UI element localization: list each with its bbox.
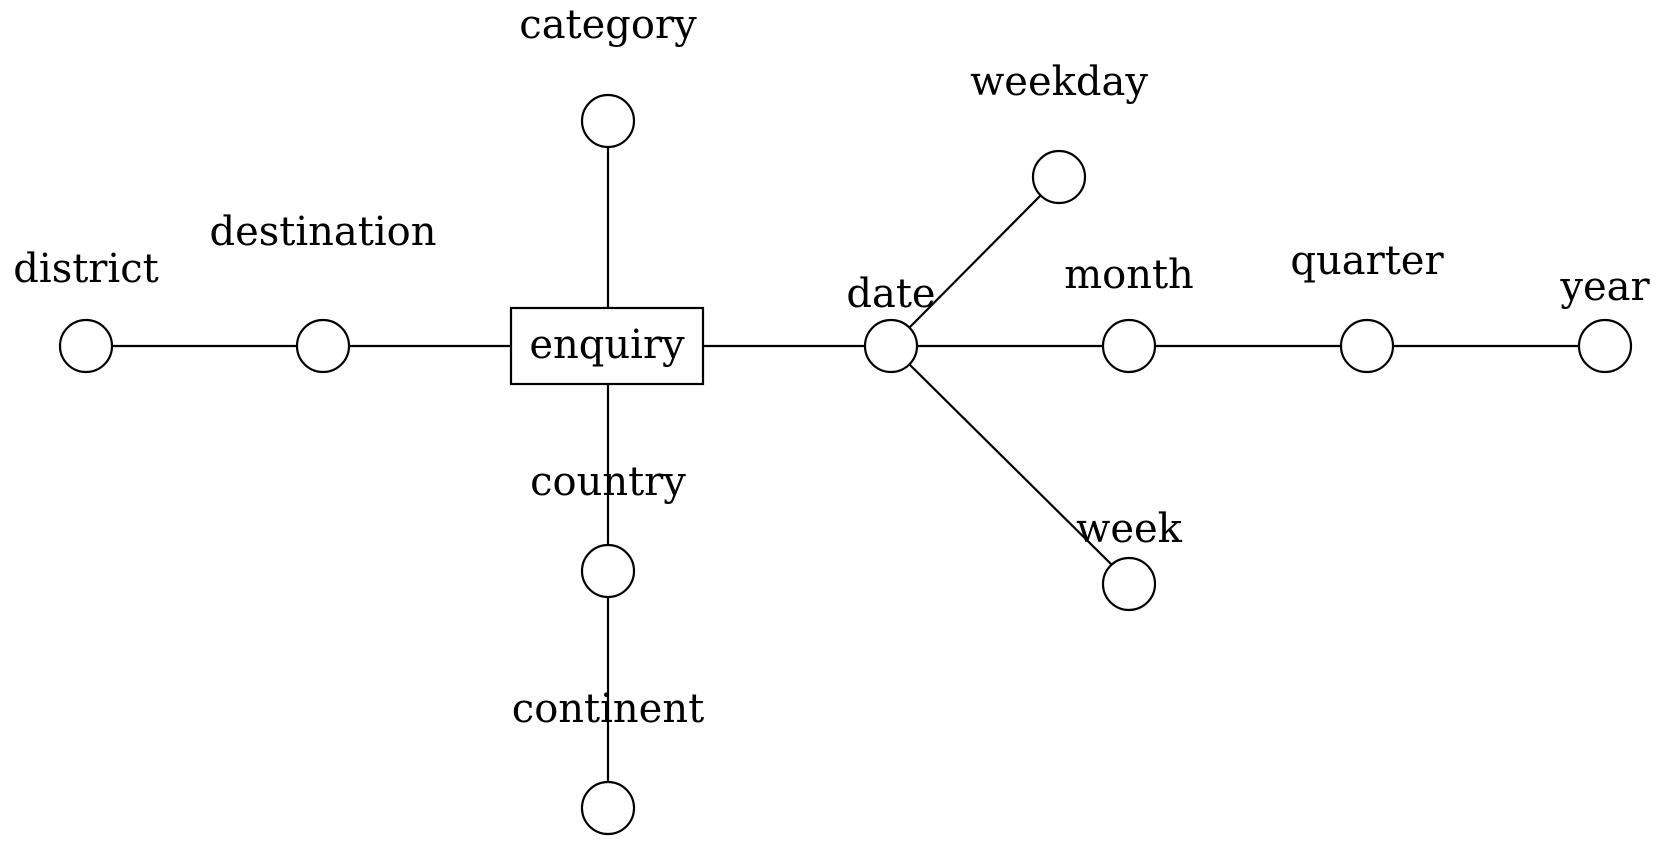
node-month bbox=[1101, 318, 1157, 374]
label-country: country bbox=[530, 459, 686, 505]
edge-date-weekday bbox=[908, 194, 1042, 329]
fact-label: enquiry bbox=[529, 322, 685, 368]
label-week: week bbox=[1076, 506, 1183, 552]
node-country bbox=[580, 543, 636, 599]
node-date bbox=[863, 318, 919, 374]
node-district bbox=[58, 318, 114, 374]
label-weekday: weekday bbox=[970, 59, 1148, 105]
label-continent: continent bbox=[512, 686, 704, 732]
node-destination bbox=[295, 318, 351, 374]
node-quarter bbox=[1339, 318, 1395, 374]
label-date: date bbox=[846, 271, 935, 317]
node-continent bbox=[580, 780, 636, 836]
label-year: year bbox=[1559, 264, 1650, 310]
node-category bbox=[580, 93, 636, 149]
label-month: month bbox=[1064, 252, 1194, 298]
label-destination: destination bbox=[210, 209, 437, 255]
fact-box bbox=[509, 306, 705, 386]
node-labels: district destination category country co… bbox=[13, 2, 1650, 732]
label-quarter: quarter bbox=[1290, 238, 1444, 284]
label-category: category bbox=[519, 2, 697, 48]
fact-node-enquiry: enquiry bbox=[509, 306, 705, 386]
node-week bbox=[1101, 556, 1157, 612]
node-year bbox=[1577, 318, 1633, 374]
dimension-nodes bbox=[58, 93, 1633, 836]
edge-date-week bbox=[908, 363, 1112, 565]
node-weekday bbox=[1031, 149, 1087, 205]
edges bbox=[112, 147, 1579, 782]
label-district: district bbox=[13, 246, 158, 292]
